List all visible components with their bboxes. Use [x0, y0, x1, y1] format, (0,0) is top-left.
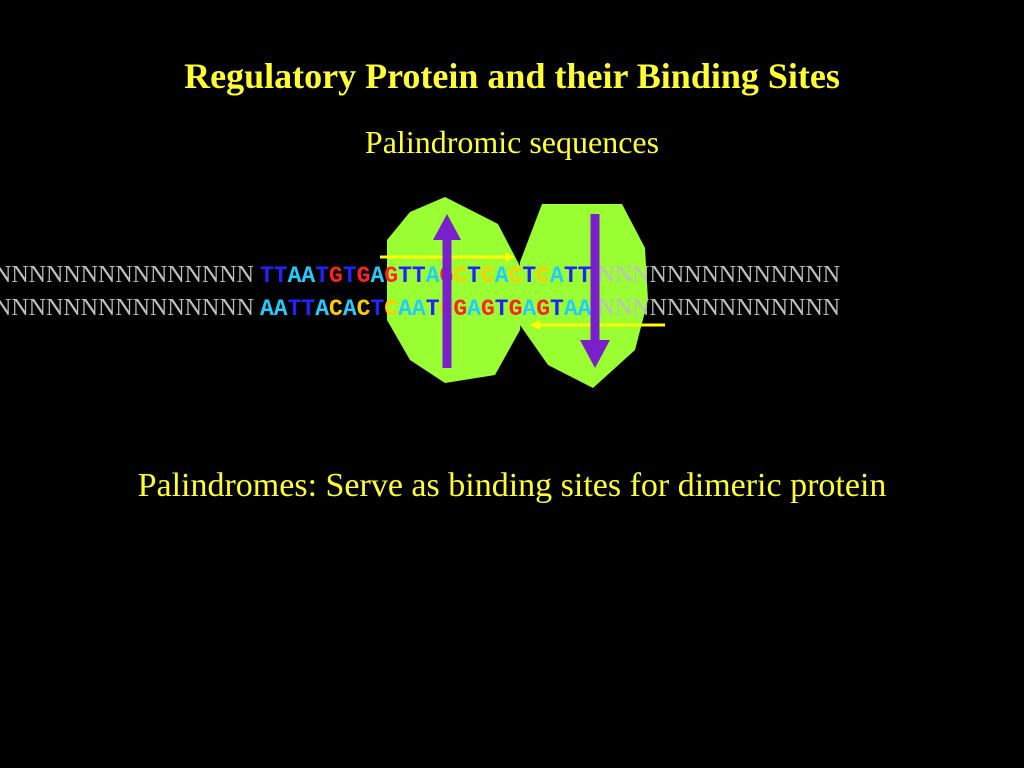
bottom-strand-base: G	[481, 296, 495, 322]
bottom-strand-base: C	[357, 296, 371, 322]
down-arrow-icon	[580, 340, 610, 368]
bottom-strand-base: G	[453, 296, 467, 322]
bottom-strand-base: A	[260, 296, 274, 322]
bottom-strand-base: A	[522, 296, 536, 322]
top-strand-base: T	[522, 263, 536, 289]
bottom-strand-base: T	[495, 296, 509, 322]
bottom-strand-base: A	[343, 296, 357, 322]
top-strand-base: A	[426, 263, 440, 289]
top-strand-base: T	[467, 263, 481, 289]
bottom-strand-base: T	[301, 296, 315, 322]
slide-subtitle: Palindromic sequences	[364, 124, 660, 160]
bottom-strand-base: G	[509, 296, 523, 322]
top-strand-base: T	[578, 263, 592, 289]
bottom-strand-base: A	[274, 296, 288, 322]
bottom-strand-base: A	[315, 296, 329, 322]
top-strand-base: C	[536, 263, 550, 289]
top-strand-base: G	[384, 263, 398, 289]
top-strand-base: T	[274, 263, 288, 289]
top-strand-right-flank: NNNNNNNNNNNNNN	[597, 262, 840, 288]
up-arrow-icon	[433, 214, 461, 240]
top-strand-base: A	[495, 263, 509, 289]
bottom-strand-base: C	[329, 296, 343, 322]
half-site-arrowhead-bottom	[530, 320, 540, 330]
top-strand-base: T	[343, 263, 357, 289]
top-strand-base: T	[564, 263, 578, 289]
bottom-strand-right-flank: NNNNNNNNNNNNNN	[597, 295, 840, 321]
bottom-strand-base: T	[370, 296, 384, 322]
bottom-strand-base: C	[384, 296, 398, 322]
top-strand-base: T	[315, 263, 329, 289]
protein-subunit-right	[520, 204, 648, 388]
bottom-strand-base: T	[288, 296, 302, 322]
top-strand-base: T	[412, 263, 426, 289]
bottom-strand-base: A	[467, 296, 481, 322]
top-strand-base: T	[398, 263, 412, 289]
half-site-arrowhead-top	[505, 252, 515, 262]
top-strand-base: C	[453, 263, 467, 289]
slide-title: Regulatory Protein and their Binding Sit…	[184, 56, 840, 96]
top-strand-base: T	[260, 263, 274, 289]
bottom-strand-base: A	[578, 296, 592, 322]
bottom-strand-left-flank: NNNNNNNNNNNNNNN	[0, 295, 254, 321]
top-strand-base: A	[288, 263, 302, 289]
top-strand-base: G	[329, 263, 343, 289]
bottom-strand-base: A	[564, 296, 578, 322]
top-strand-base: A	[301, 263, 315, 289]
bottom-strand-base: A	[412, 296, 426, 322]
top-strand-base: C	[509, 263, 523, 289]
top-strand-base: A	[370, 263, 384, 289]
bottom-strand-base: A	[398, 296, 412, 322]
top-strand-left-flank: NNNNNNNNNNNNNNN	[0, 262, 254, 288]
dna-bottom-strand: NNNNNNNNNNNNNNN AATTACACTCAATCGAGTGAGTAA…	[0, 295, 840, 322]
dna-top-strand: NNNNNNNNNNNNNNN TTAATGTGAGTTAGCTCACTCATT…	[0, 262, 840, 289]
bottom-strand-base: T	[426, 296, 440, 322]
bottom-strand-base: T	[550, 296, 564, 322]
protein-subunit-left	[387, 197, 522, 383]
slide-caption: Palindromes: Serve as binding sites for …	[137, 467, 887, 504]
top-strand-base: G	[357, 263, 371, 289]
top-strand-base: C	[481, 263, 495, 289]
bottom-strand-base: G	[536, 296, 550, 322]
top-strand-base: A	[550, 263, 564, 289]
